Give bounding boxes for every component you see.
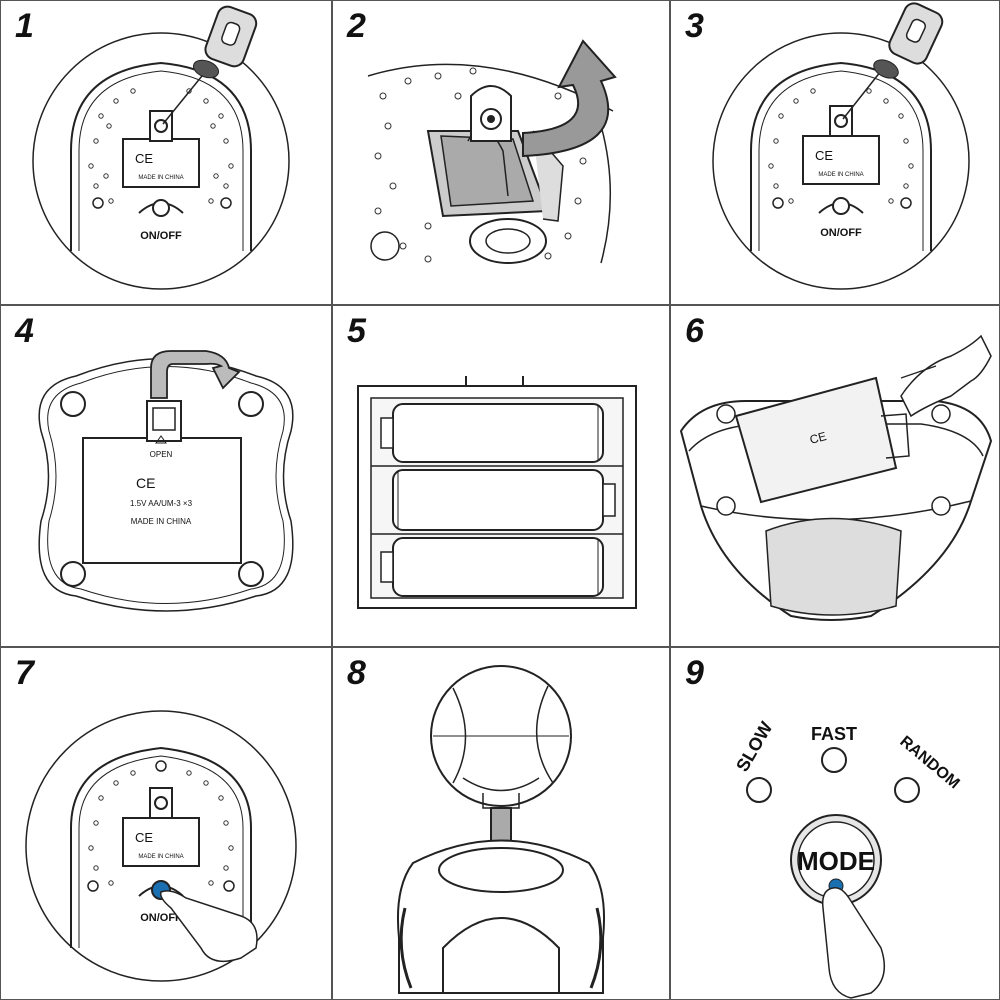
made-in-china-label: MADE IN CHINA <box>818 172 863 178</box>
ce-mark: CE <box>136 475 155 491</box>
step-8-panel: 8 <box>332 647 670 1000</box>
step-7-panel: 7 CE MADE IN CHINA ON/OFF <box>0 647 332 1000</box>
random-indicator <box>894 777 920 803</box>
ce-mark: CE <box>135 830 153 845</box>
step-1-panel: 1 CE MADE IN CHINA ON/OFF <box>0 0 332 305</box>
step-2-panel: 2 <box>332 0 670 305</box>
step-number: 4 <box>15 312 34 350</box>
fast-label: FAST <box>811 724 857 744</box>
key-icon <box>873 2 944 79</box>
fast-indicator <box>821 747 847 773</box>
made-in-china-label: MADE IN CHINA <box>138 854 183 860</box>
ce-mark: CE <box>135 151 153 166</box>
slow-indicator <box>746 777 772 803</box>
step-1-illustration: CE MADE IN CHINA ON/OFF <box>32 5 290 290</box>
rotate-arrow-icon <box>522 39 617 158</box>
step-7-illustration: CE MADE IN CHINA ON/OFF <box>25 710 297 982</box>
step-5-illustration <box>357 376 637 609</box>
step-6-illustration: CE <box>679 334 993 621</box>
on-off-label: ON/OFF <box>140 230 182 242</box>
step-number: 1 <box>15 7 34 45</box>
made-in-china-label: MADE IN CHINA <box>131 517 192 526</box>
mode-label: MODE <box>797 846 875 876</box>
battery-cover <box>734 376 898 504</box>
step-number: 7 <box>15 654 34 692</box>
step-8-illustration <box>396 665 606 994</box>
step-number: 6 <box>685 312 704 350</box>
flip-arrow-icon <box>150 350 241 399</box>
key-icon <box>192 5 258 79</box>
step-4-illustration: OPEN CE 1.5V AA/UM-3 ×3 MADE IN CHINA <box>38 350 294 612</box>
battery <box>392 469 616 531</box>
base-stand <box>396 839 606 994</box>
ball <box>430 665 572 809</box>
ce-mark: CE <box>808 429 828 447</box>
open-label: OPEN <box>150 450 173 459</box>
ce-mark: CE <box>815 148 833 163</box>
battery <box>380 537 604 597</box>
step-number: 5 <box>347 312 366 350</box>
battery <box>380 403 604 463</box>
step-5-panel: 5 <box>332 305 670 647</box>
on-off-label: ON/OFF <box>140 912 182 924</box>
step-6-panel: 6 CE <box>670 305 1000 647</box>
made-in-china-label: MADE IN CHINA <box>138 175 183 181</box>
hand-icon <box>900 334 992 418</box>
slow-label: SLOW <box>732 718 776 775</box>
step-3-panel: 3 CE MADE IN CHINA ON/OFF <box>670 0 1000 305</box>
step-3-illustration: CE MADE IN CHINA ON/OFF <box>712 2 970 290</box>
step-number: 2 <box>347 7 366 45</box>
step-9-panel: 9 SLOW FAST RANDOM MODE <box>670 647 1000 1000</box>
finger-icon <box>821 886 886 999</box>
step-2-illustration <box>367 39 617 264</box>
step-4-panel: 4 OPEN CE 1.5V AA/UM-3 ×3 MADE IN CHINA <box>0 305 332 647</box>
on-off-label: ON/OFF <box>820 227 862 239</box>
step-number: 9 <box>685 654 704 692</box>
step-number: 8 <box>347 654 366 692</box>
step-9-illustration: SLOW FAST RANDOM MODE <box>732 718 963 999</box>
battery-spec-label: 1.5V AA/UM-3 ×3 <box>130 499 193 508</box>
finger-icon <box>159 890 258 963</box>
step-number: 3 <box>685 7 704 45</box>
